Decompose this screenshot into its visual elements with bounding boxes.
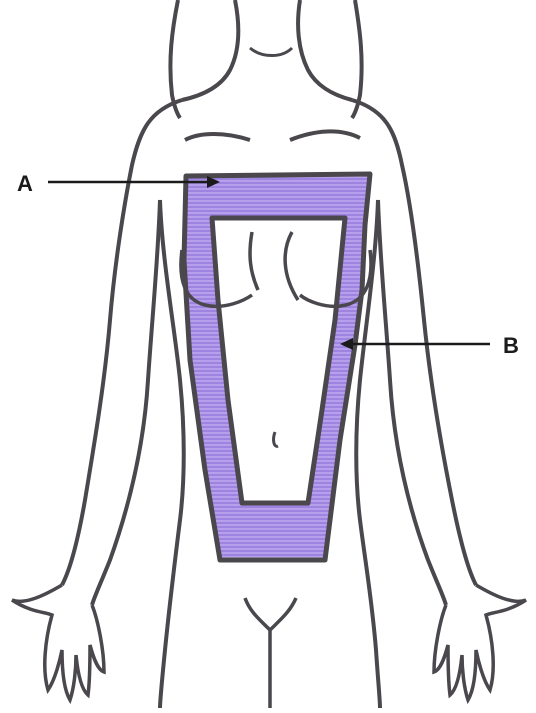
neck-right (298, 0, 352, 100)
left-shoulder-arm-outer (62, 100, 182, 585)
neck-left (182, 0, 238, 100)
left-hand (12, 585, 104, 700)
groin (245, 598, 296, 708)
neckline (250, 48, 292, 56)
right-hand (434, 585, 526, 700)
navel (274, 432, 278, 446)
breast-right-inner (285, 232, 298, 300)
callout-label-b: B (503, 333, 519, 359)
collarbone-left (185, 134, 250, 140)
collarbone-right (290, 131, 360, 140)
tape-region (184, 174, 370, 560)
callout-label-a: A (17, 171, 33, 197)
breast-left-inner (250, 232, 258, 290)
